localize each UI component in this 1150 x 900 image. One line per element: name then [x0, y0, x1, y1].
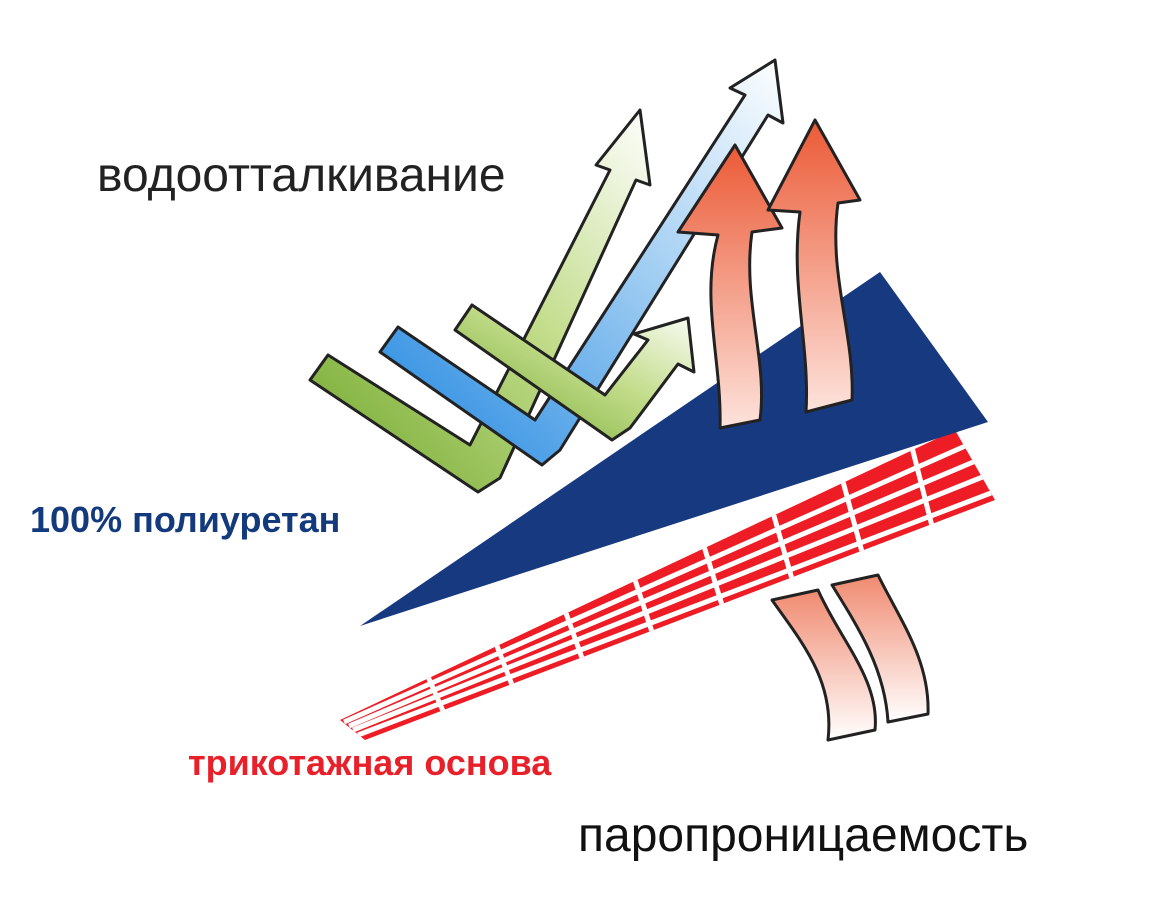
polyurethan-label: 100% полиуретан [30, 499, 341, 540]
water-arrows [308, 58, 785, 494]
vapor-arrows-upper [676, 118, 862, 430]
bent-arrow-icon [453, 303, 696, 442]
wavy-arrow-icon [676, 143, 784, 430]
wavy-arrow-icon [830, 573, 930, 724]
water-repellency-label: водоотталкивание [97, 149, 506, 202]
knit-base-label: трикотажная основа [188, 742, 552, 783]
wavy-arrow-icon [770, 588, 877, 742]
vapor-permeability-label: паропроницаемость [578, 809, 1029, 862]
wavy-arrow-icon [766, 118, 862, 414]
vapor-arrows-lower [770, 573, 930, 742]
bent-arrow-icon [308, 108, 652, 494]
